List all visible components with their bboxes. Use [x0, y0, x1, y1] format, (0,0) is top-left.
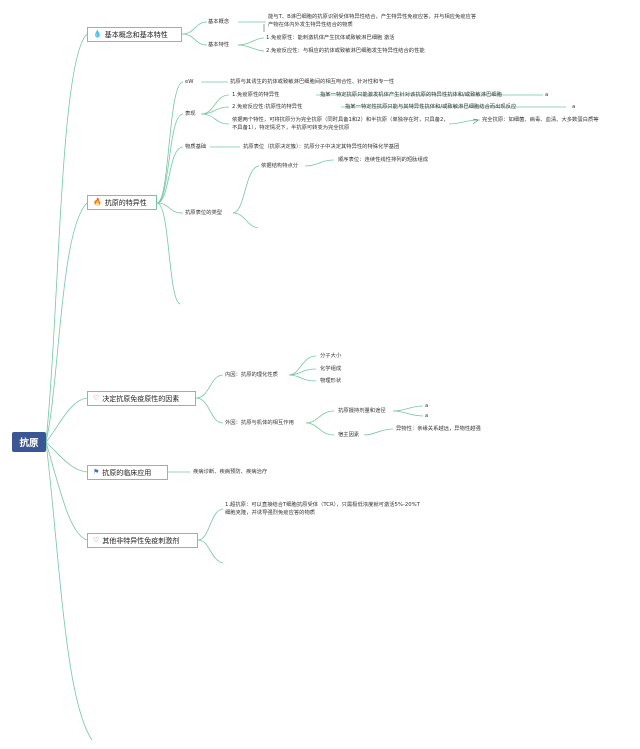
node-immunogenicity-specificity[interactable]: 1.免疫原性的特异性: [232, 92, 280, 98]
node-manifestation[interactable]: 表现: [185, 111, 196, 117]
node-epitope-types[interactable]: 抗原表位的类型: [185, 210, 223, 216]
node-clinical-uses[interactable]: 疾病诊断、疾病预防、疾病治疗: [193, 469, 268, 475]
node-classification[interactable]: 依据两个特性，可将抗原分为完全抗原（同时具备1和2）和半抗原（单独存在时，只具备…: [232, 117, 449, 131]
node-concept[interactable]: 基本概念: [208, 19, 230, 25]
branch-clinical-application[interactable]: ⚑ 抗原的临床应用: [87, 465, 168, 480]
node-physical-shape[interactable]: 物理形状: [320, 378, 342, 384]
branch-label: 决定抗原免疫原性的因素: [102, 394, 180, 403]
node-by-structure[interactable]: 依据结构特点分: [261, 163, 299, 169]
branch-nonspecific-stimulants[interactable]: ♡ 其他非特异性免疫刺激剂: [87, 533, 198, 548]
node-chemical-composition[interactable]: 化学组成: [320, 366, 342, 372]
node-mark: a: [572, 104, 576, 110]
fire-icon: 🔥: [93, 198, 102, 206]
node-properties[interactable]: 基本特性: [208, 42, 230, 48]
node-epitope[interactable]: 抗原表位（抗原决定簇）：抗原分子中决定其特异性的特殊化学基团: [243, 144, 400, 150]
node-immunogenicity-desc[interactable]: 指某一特定抗原只能激发机体产生针对该抗原的特异性抗体和/或致敏淋巴细胞: [320, 92, 502, 98]
node-ew[interactable]: eW: [185, 79, 194, 85]
node-concept-text[interactable]: 能与T、B淋巴细胞的抗原识别受体特异性结合，产生特异性免疫应答，并与相应免疫应答…: [268, 14, 477, 28]
node-ew-text[interactable]: 抗原与其诱生的抗体或致敏淋巴细胞间的相互吻合性、针对性和专一性: [230, 79, 395, 85]
node-external-factor[interactable]: 外因：抗原与机体的相互作用: [225, 420, 294, 426]
node-antigenicity-desc[interactable]: 指某一特定性抗原只能与其特异性抗体和/或致敏淋巴细胞结合而出现反应: [345, 104, 517, 110]
branch-basic-concept[interactable]: 💧 基本概念和基本特性: [87, 27, 182, 42]
node-antigenicity-specificity[interactable]: 2.免疫反应性:抗原性的特异性: [232, 104, 303, 110]
flag-icon: ⚑: [93, 468, 100, 476]
node-sequential-epitope[interactable]: 顺序表位：连续性线性排列的短肽组成: [338, 157, 429, 163]
node-complete-antigen[interactable]: 完全抗原：如细菌、病毒、血清、大多数蛋白质等: [482, 117, 599, 123]
node-molecular-size[interactable]: 分子大小: [320, 353, 342, 359]
node-material-basis[interactable]: 物质基础: [185, 144, 207, 150]
root-topic[interactable]: 抗原: [12, 432, 46, 452]
node-mark: a: [545, 92, 549, 98]
heart-icon: ♡: [93, 536, 100, 544]
node-internal-factor[interactable]: 内因：抗原的理化性质: [225, 372, 278, 378]
branch-specificity[interactable]: 🔥 抗原的特异性: [87, 195, 157, 210]
node-mark: a: [425, 413, 429, 419]
branch-label: 抗原的特异性: [104, 198, 147, 207]
branch-label: 抗原的临床应用: [102, 468, 152, 477]
node-host-factor[interactable]: 宿主因素: [338, 432, 360, 438]
water-drop-icon: 💧: [93, 30, 102, 38]
node-superantigen[interactable]: 1.超抗原：可以直接结合T细胞抗原受体（TCR），只需极低浓度就可激活5%-20…: [225, 502, 420, 516]
node-property-1[interactable]: 1.免疫原性：能刺激机体产生抗体或致敏淋巴细胞 激活: [266, 35, 395, 41]
branch-label: 其他非特异性免疫刺激剂: [102, 536, 180, 545]
branch-label: 基本概念和基本特性: [104, 30, 168, 39]
node-dose-route[interactable]: 抗原摄持剂量和途径: [338, 408, 386, 414]
node-property-2[interactable]: 2.免疫反应性：与相应的抗体或致敏淋巴细胞发生特异性结合的性能: [266, 48, 425, 54]
branch-immunogenicity-factors[interactable]: ♡ 决定抗原免疫原性的因素: [87, 391, 196, 406]
node-foreignness[interactable]: 异物性：亲缘关系越远，异物性越强: [396, 426, 481, 432]
node-mark: a: [425, 403, 429, 409]
heart-icon: ♡: [93, 394, 100, 402]
